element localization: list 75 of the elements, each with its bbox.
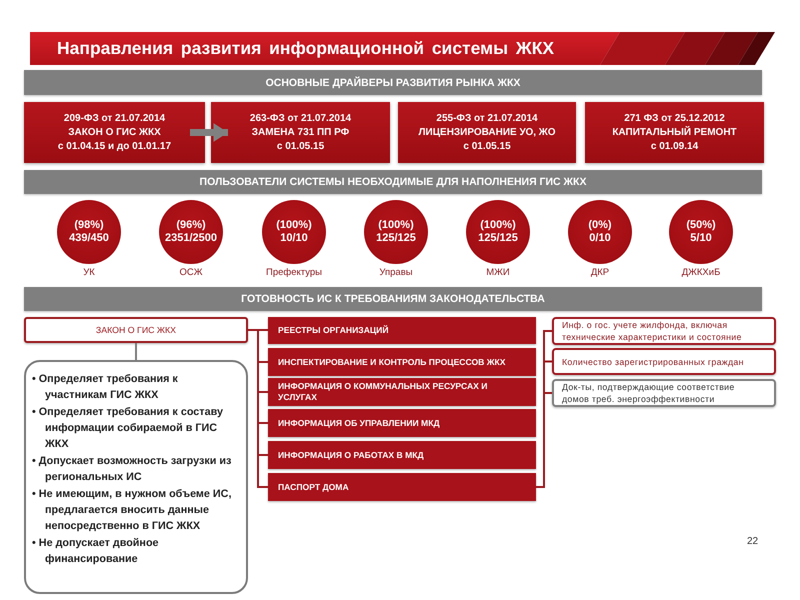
law-text: ЗАКОН О ГИС ЖКХ xyxy=(68,126,161,140)
connector-line xyxy=(135,343,137,360)
box-label: ИНСПЕКТИРОВАНИЕ И КОНТРОЛЬ ПРОЦЕССОВ ЖКХ xyxy=(278,356,506,368)
stat-text: 125/125 xyxy=(478,232,518,245)
section-band xyxy=(24,170,762,194)
stat-text: (100%) xyxy=(480,219,516,232)
info-text: Док-ты, подтверждающие соответствие домов треб. энергоэффективности xyxy=(562,381,736,405)
bullet-item: • Определяет требования к участникам ГИС ЖКХ xyxy=(32,372,179,403)
law-text: с 01.09.14 xyxy=(650,140,698,154)
law-box xyxy=(398,102,576,163)
law-text: 209-ФЗ от 21.07.2014 xyxy=(64,112,166,126)
info-text: Количество зарегистрированных граждан xyxy=(562,356,744,368)
info-box xyxy=(552,348,776,375)
box-label: ИНФОРМАЦИЯ О РАБОТАХ В МКД xyxy=(278,450,424,460)
box-label: ПАСПОРТ ДОМА xyxy=(278,482,349,492)
bullet-item: • Не допускает двойное финансирование xyxy=(32,536,160,567)
bullet-item: • Определяет требования к составу информации собираемой в ГИС ЖКХ xyxy=(32,405,224,452)
circle-caption: УК xyxy=(83,267,95,279)
circle-caption: МЖИ xyxy=(486,267,510,279)
law-box xyxy=(585,102,764,163)
circle-caption: Управы xyxy=(379,267,413,279)
stat-text: (98%) xyxy=(74,219,104,232)
bullet-item: • Допускает возможность загрузки из региональных ИС xyxy=(32,454,232,485)
category-box xyxy=(268,317,536,344)
category-box xyxy=(268,378,536,406)
law-text: с 01.05.15 xyxy=(276,140,324,154)
stat-text: 2351/2500 xyxy=(165,232,217,245)
box-label: РЕЕСТРЫ ОРГАНИЗАЦИЙ xyxy=(278,325,389,336)
circle-caption: Префектуры xyxy=(266,267,322,279)
circle-caption: ДЖКХиБ xyxy=(682,267,720,279)
connector-line xyxy=(536,392,552,488)
stat-text: 439/450 xyxy=(69,232,109,245)
box-label: ЗАКОН О ГИС ЖКХ xyxy=(96,325,176,335)
law-text: ЛИЦЕНЗИРОВАНИЕ УО, ЖО xyxy=(418,126,556,140)
info-box xyxy=(552,379,776,407)
law-text: 271 ФЗ от 25.12.2012 xyxy=(624,112,725,126)
circle-caption: ОСЖ xyxy=(179,267,203,279)
info-box xyxy=(552,317,776,345)
bullet-list-box xyxy=(24,360,248,594)
band-heading: ОСНОВНЫЕ ДРАЙВЕРЫ РАЗВИТИЯ РЫНКА ЖКХ xyxy=(266,76,520,88)
stat-text: (96%) xyxy=(176,219,206,232)
circle-caption: ДКР xyxy=(590,267,610,279)
box-label: ИНФОРМАЦИЯ О КОММУНАЛЬНЫХ РЕСУРСАХ И УСЛУГАХ xyxy=(278,381,488,403)
category-box xyxy=(268,441,536,469)
category-box xyxy=(268,409,536,437)
law-text: 255-ФЗ от 21.07.2014 xyxy=(436,112,538,126)
category-box xyxy=(268,473,536,501)
law-text: ЗАМЕНА 731 ПП РФ xyxy=(252,126,350,140)
law-box xyxy=(211,102,390,163)
band-heading: ПОЛЬЗОВАТЕЛИ СИСТЕМЫ НЕОБХОДИМЫЕ ДЛЯ НАПОЛНЕНИЯ ГИС ЖКХ xyxy=(200,176,586,188)
stat-text: 0/10 xyxy=(589,232,611,245)
page-number: 22 xyxy=(747,536,758,548)
stat-text: 125/125 xyxy=(376,232,416,245)
stat-text: (0%) xyxy=(588,219,612,232)
stat-text: 10/10 xyxy=(280,232,308,245)
stat-text: (100%) xyxy=(378,219,414,232)
section-band xyxy=(24,70,762,95)
connector-line xyxy=(248,329,268,488)
law-text: КАПИТАЛЬНЫЙ РЕМОНТ xyxy=(612,126,737,140)
stat-text: (100%) xyxy=(276,219,312,232)
info-text: Инф. о гос. учете жилфонда, включая технические характеристики и состояние xyxy=(562,319,743,343)
stat-text: 5/10 xyxy=(690,232,712,245)
stat-text: (50%) xyxy=(686,219,716,232)
section-band xyxy=(24,287,762,311)
arrow xyxy=(190,122,228,142)
law-box xyxy=(24,102,205,163)
bullet-item: • Не имеющим, в нужном объеме ИС, предлагается вносить данные непосредственно в ГИС ЖКХ xyxy=(32,487,232,534)
category-box xyxy=(268,348,536,376)
band-heading: ГОТОВНОСТЬ ИС К ТРЕБОВАНИЯМ ЗАКОНОДАТЕЛЬСТВА xyxy=(241,293,545,305)
slide-title: Направления развития информационной системы ЖКХ xyxy=(57,38,554,59)
law-text: с 01.04.15 и до 01.01.17 xyxy=(58,140,172,154)
law-heading-box xyxy=(24,317,248,343)
law-text: с 01.05.15 xyxy=(463,140,511,154)
box-label: ИНФОРМАЦИЯ ОБ УПРАВЛЕНИИ МКД xyxy=(278,418,440,428)
law-text: 263-ФЗ от 21.07.2014 xyxy=(250,112,352,126)
